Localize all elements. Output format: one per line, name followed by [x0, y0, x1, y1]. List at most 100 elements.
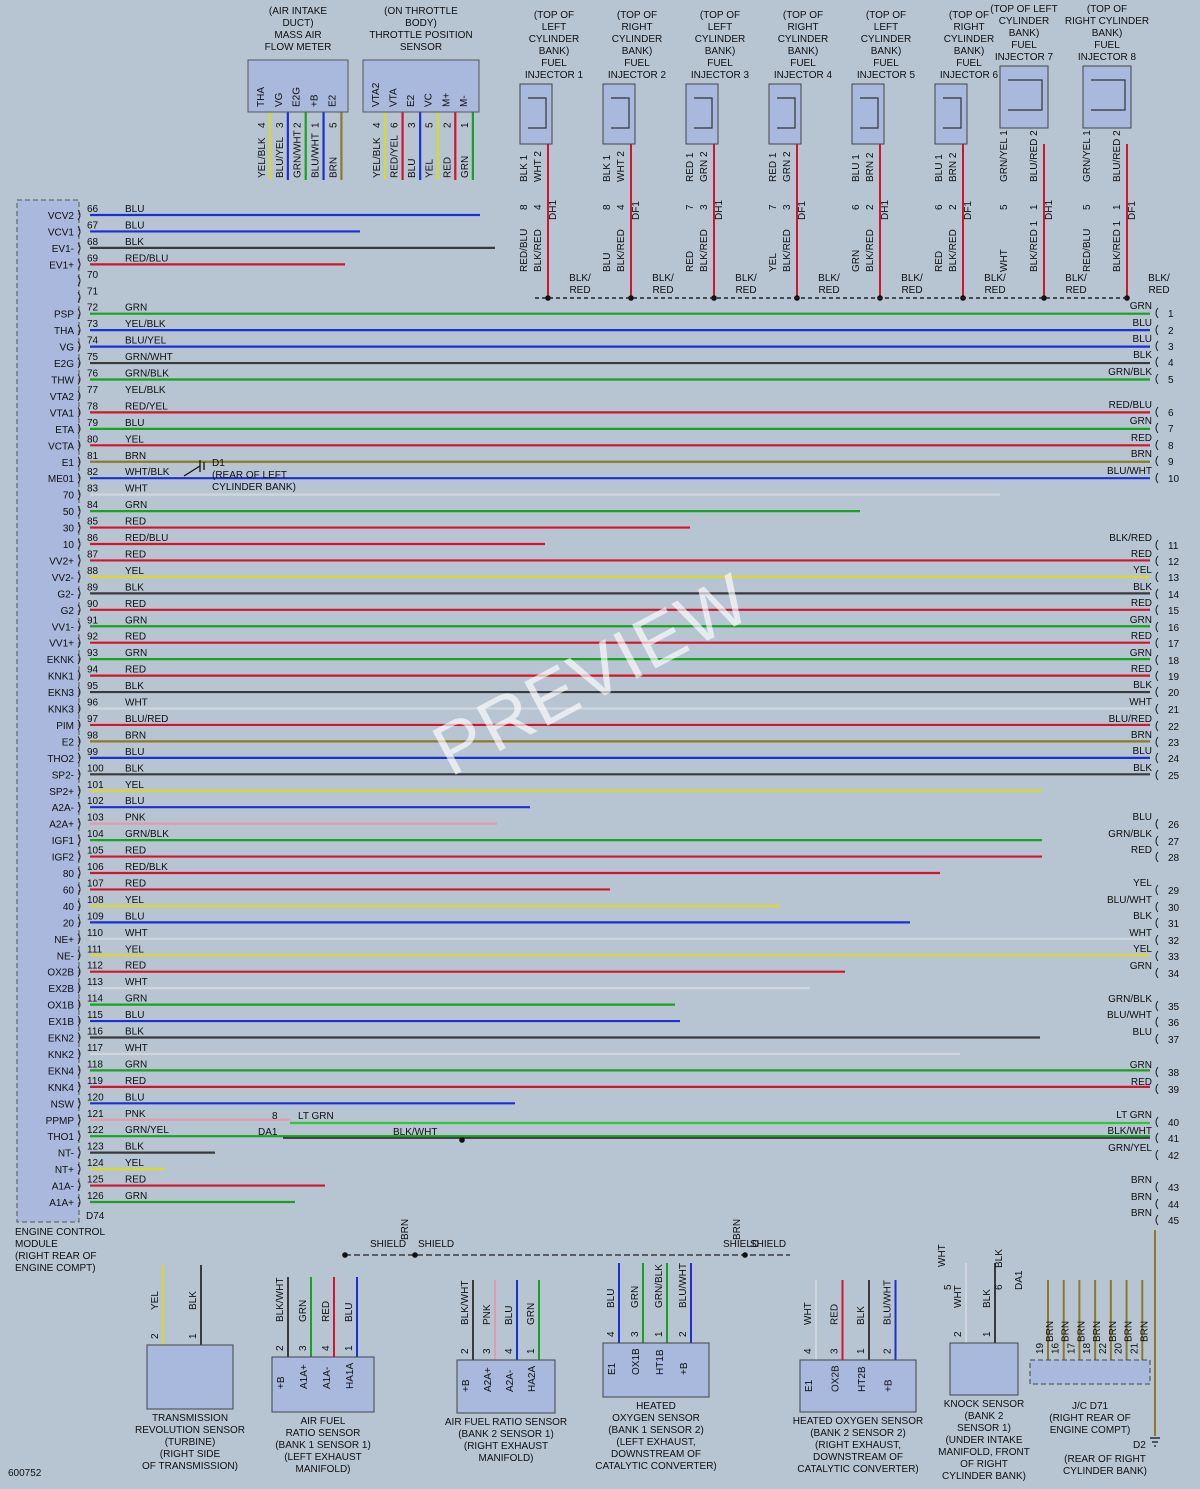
ecm-wire-color: WHT [125, 977, 148, 988]
right-terminal-color: RED [1131, 845, 1152, 856]
injector-wire-1: RED 1 [685, 152, 696, 182]
bottom-pin-name: A2A+ [483, 1367, 494, 1392]
jc-wire-color: BRN [1076, 1321, 1087, 1342]
bottom-wire-color: RED [830, 1304, 841, 1325]
bottom-component-label: KNOCK SENSOR [944, 1399, 1025, 1410]
sensor-label: DUCT) [282, 18, 313, 29]
ecm-pin-number: 121 [87, 1109, 104, 1120]
right-terminal-bracket [1155, 539, 1159, 551]
bottom-component-label: ENGINE COMPT) [1050, 1425, 1131, 1436]
right-terminal-number: 41 [1168, 1134, 1180, 1145]
injector-label: FUEL [707, 58, 733, 69]
blk-wht-label: BLK/WHT [393, 1127, 437, 1138]
right-terminal-number: 1 [1168, 309, 1174, 320]
right-terminal-bracket [1155, 752, 1159, 764]
ecm-pin-number: 105 [87, 846, 104, 857]
bottom-wire-pin: 4 [321, 1345, 332, 1351]
ecm-wire-color: BLU [125, 418, 144, 429]
ecm-terminal-name: VCV2 [48, 211, 75, 222]
ecm-wire-color: BLK [125, 1142, 144, 1153]
injector-branch-color: RED [934, 251, 945, 272]
d1-label: CYLINDER BANK) [212, 482, 296, 493]
wire-number: 1 [1112, 204, 1123, 210]
ecm-wire-color: YEL/BLK [125, 319, 166, 330]
right-terminal-number: 23 [1168, 738, 1180, 749]
jc-wire-color: BRN [1139, 1321, 1150, 1342]
injector-wire-2: BLU/RED 2 [1029, 130, 1040, 182]
ecm-pin-number: 82 [87, 467, 99, 478]
ecm-terminal-name: THO2 [47, 754, 74, 765]
ecm-pin-bracket [77, 407, 81, 418]
ecm-pin-number: 88 [87, 566, 99, 577]
brn-label: BRN [400, 1219, 411, 1240]
knock-wht: WHT [937, 1244, 948, 1267]
right-terminal-number: 40 [1168, 1118, 1180, 1129]
bus-label: BLK/ [1065, 273, 1087, 284]
ecm-wire-color: WHT [125, 484, 148, 495]
bottom-wire-color: GRN [630, 1286, 641, 1308]
ecm-pin-number: 116 [87, 1027, 103, 1038]
ecm-wire-color: BLK [125, 237, 144, 248]
right-terminal-number: 37 [1168, 1035, 1180, 1046]
injector-box [519, 83, 553, 145]
ecm-wire-color: BLU/YEL [125, 336, 167, 347]
ecm-pin-bracket [77, 834, 81, 846]
knock-tag: DA1 [1014, 1270, 1025, 1290]
bus-label: BLK/ [652, 273, 674, 284]
wire-number: 7 [685, 204, 696, 210]
bottom-component-label: (BANK 1 SENSOR 1) [275, 1440, 371, 1451]
right-terminal-color: YEL [1133, 944, 1152, 955]
ecm-wire-color: WHT [125, 698, 148, 709]
right-terminal-color: BLU [1133, 334, 1152, 345]
shield-label: SHIELD [370, 1239, 406, 1250]
right-terminal-number: 42 [1168, 1151, 1180, 1162]
right-terminal-color: BLK [1133, 911, 1152, 922]
right-terminal-number: 14 [1168, 590, 1180, 601]
ecm-wire-color: WHT [125, 1043, 148, 1054]
shield-label: SHIELD [723, 1239, 759, 1250]
bottom-component-label: OF TRANSMISSION) [142, 1461, 238, 1472]
wire-color: BLU/WHT [311, 133, 322, 178]
ecm-wire-color: YEL/BLK [125, 385, 166, 396]
bottom-component-label: (RIGHT EXHAUST, [815, 1440, 901, 1451]
injector-branch-color: BLK/RED [782, 229, 793, 272]
jc-wire-color: BRN [1045, 1321, 1056, 1342]
ecm-pin-bracket [77, 736, 81, 747]
bottom-wire-color: GRN/BLK [654, 1264, 665, 1308]
injector-box [685, 83, 719, 145]
injector-wire-2: BLU/RED 2 [1112, 130, 1123, 182]
ecm-pin-bracket [77, 1196, 81, 1208]
ecm-wire-color: BLU/RED [125, 714, 168, 725]
jc-pin: 19 [1035, 1342, 1046, 1354]
bottom-pin-name: A1A+ [299, 1364, 310, 1389]
sensor-pin-name: VTA2 [371, 82, 382, 107]
ecm-pin-bracket [77, 653, 81, 665]
bus-label: RED [735, 285, 756, 296]
bottom-wire-pin: 2 [883, 1348, 894, 1354]
ecm-pin-bracket [77, 752, 81, 764]
wire-layer [90, 112, 1156, 1436]
injector-label: BANK) [788, 46, 819, 57]
injector-wire-2: BRN 2 [948, 152, 959, 182]
bottom-wire-pin: 2 [460, 1348, 471, 1354]
ecm-wire-color: GRN [125, 615, 147, 626]
ecm-pin-number: 89 [87, 582, 99, 593]
ground-icon [183, 460, 205, 477]
ecm-wire-color: RED/YEL [125, 401, 168, 412]
right-terminal-bracket [1155, 967, 1159, 979]
ecm-pin-bracket [77, 1048, 81, 1060]
knock-pin: 5 [943, 1284, 954, 1290]
right-terminal-color: BLU/WHT [1107, 1010, 1152, 1021]
ecm-wire-color: BRN [125, 451, 146, 462]
ecm-pin-bracket [77, 341, 81, 352]
right-terminal-number: 7 [1168, 424, 1174, 435]
ecm-pin-number: 119 [87, 1076, 103, 1087]
injector-branch-color: BLK/RED [699, 229, 710, 272]
injector-wire-1: BLK 1 [519, 154, 530, 182]
bus-label: BLK/ [1148, 273, 1170, 284]
right-terminal-bracket [1155, 1214, 1159, 1226]
ecm-terminal-name: IGF2 [52, 853, 75, 864]
bottom-component-label: (UNDER INTAKE [945, 1435, 1022, 1446]
jc-pin: 17 [1066, 1342, 1077, 1354]
shield-label: SHIELD [418, 1239, 454, 1250]
